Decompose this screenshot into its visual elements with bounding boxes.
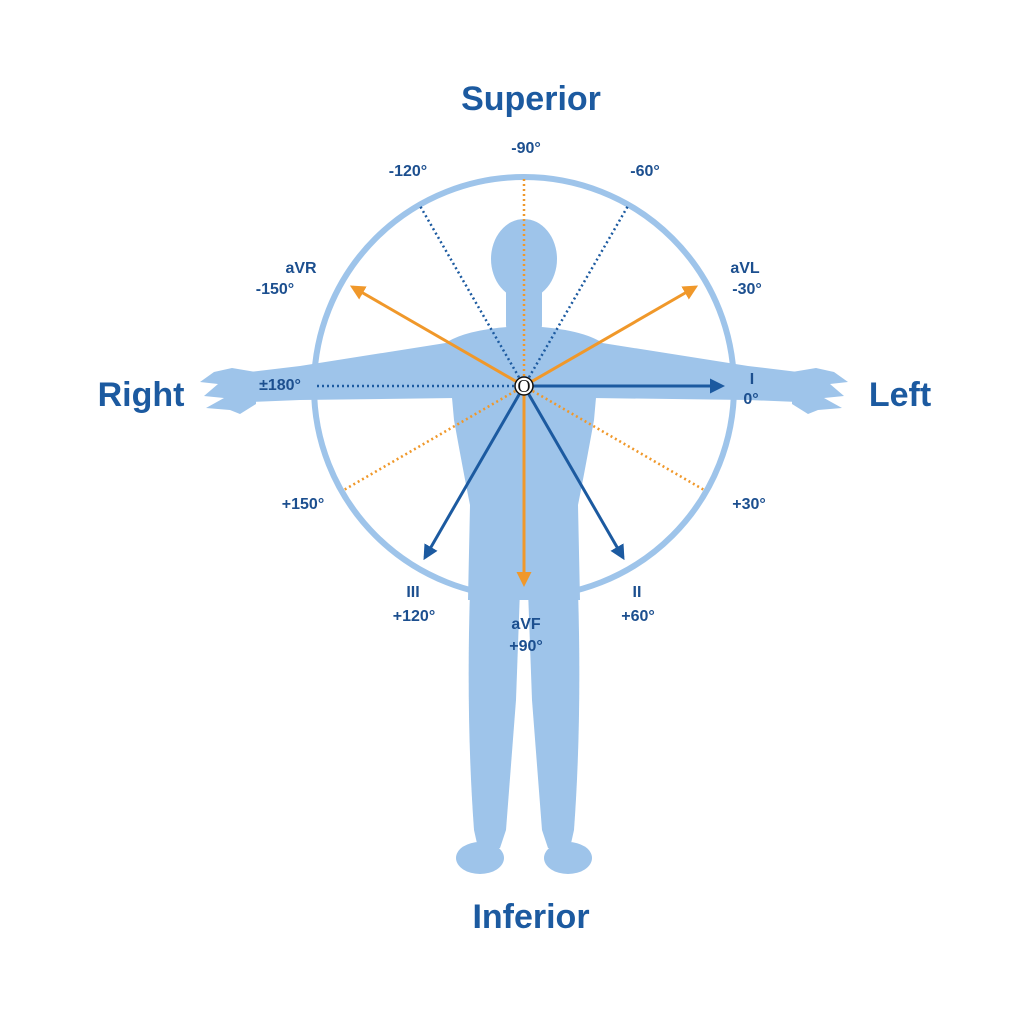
body-arm-left [592,342,798,402]
angle-label-minus60: -60° [630,163,660,180]
angle-label-avf: +90° [509,638,543,655]
angle-label-pm180: ±180° [259,377,301,394]
lead-name-avr: aVR [285,260,317,277]
lead-name-avl: aVL [730,260,760,277]
superior-label: Superior [461,80,601,118]
body-hand-left [792,368,848,414]
body-hand-right [200,368,256,414]
left-label: Left [869,376,931,414]
lead-name-i: I [750,371,754,388]
lead-name-iii: III [406,584,419,601]
right-label: Right [98,376,185,414]
angle-label-avr: -150° [256,281,294,298]
inferior-label: Inferior [472,898,589,936]
origin-label: O [518,376,531,396]
body-foot-left [544,842,592,874]
angle-label-plus30: +30° [732,496,766,513]
angle-label-i: 0° [743,391,758,408]
angle-label-minus120: -120° [389,163,427,180]
angle-label-ii: +60° [621,608,655,625]
angle-label-plus150: +150° [282,496,324,513]
angle-label-avl: -30° [732,281,762,298]
lead-name-avf: aVF [511,616,541,633]
angle-label-iii: +120° [393,608,435,625]
angle-label-minus90: -90° [511,140,541,157]
body-foot-right [456,842,504,874]
lead-name-ii: II [633,584,642,601]
